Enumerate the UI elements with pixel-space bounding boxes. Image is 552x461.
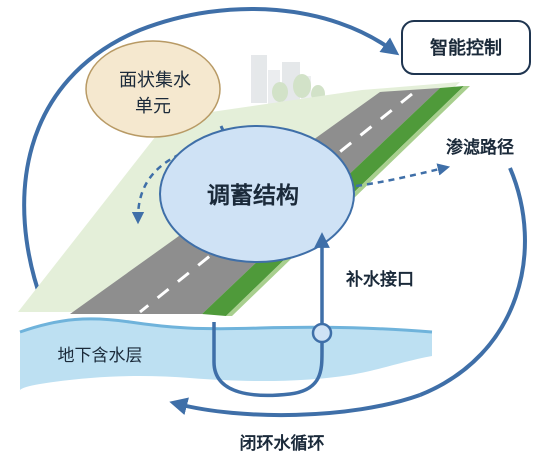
right-cycle-arc <box>419 167 527 397</box>
recharge-node <box>311 322 333 344</box>
closed-loop-label: 闭环水循环 <box>240 433 325 454</box>
road-center-line <box>139 92 413 314</box>
aquifer-label: 地下含水层 <box>58 346 143 366</box>
area-collection-unit <box>85 40 221 138</box>
skyline <box>251 55 325 104</box>
smart-control-box <box>401 20 531 75</box>
area-collection-label-line1: 面状集水 <box>119 70 191 91</box>
smart-control-label: 智能控制 <box>430 37 502 59</box>
seepage-path-label: 渗滤路径 <box>446 137 514 158</box>
recharge-inlet-label: 补水接口 <box>345 269 414 290</box>
bottom-return-arrow <box>169 393 421 418</box>
seepage-dashed-arrow <box>355 163 451 188</box>
regulation-structure-label: 调蓄结构 <box>207 182 299 209</box>
recharge-pipe <box>212 232 330 398</box>
regulation-structure <box>159 125 355 263</box>
area-collection-label-line2: 单元 <box>135 96 171 117</box>
aquifer-surface <box>19 317 433 334</box>
outer-cycle-arrow <box>22 6 400 303</box>
